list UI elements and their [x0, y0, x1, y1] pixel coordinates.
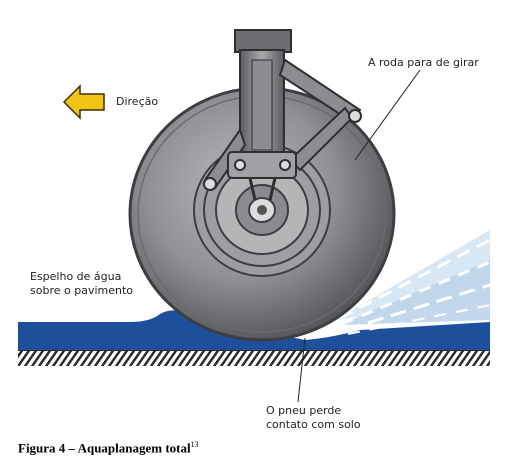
figure-caption-text: Figura 4 – Aquaplanagem total [18, 440, 191, 456]
direction-label: Direção [116, 95, 159, 108]
landing-gear-strut [203, 29, 362, 201]
water-film-label-line1: Espelho de água [30, 270, 122, 283]
ground-hatching [18, 350, 490, 366]
tire-loses-label-line2: contato com solo [266, 418, 361, 431]
direction-arrow-icon [62, 84, 105, 120]
wheel-stops-pointer [354, 69, 421, 161]
tire-loses-pointer [297, 337, 306, 403]
tire-loses-label-line1: O pneu perde [266, 404, 342, 417]
wheel-stops-label: A roda para de girar [368, 56, 479, 69]
water-film-label-line2: sobre o pavimento [30, 284, 134, 297]
figure-caption: Figura 4 – Aquaplanagem total13 [18, 440, 199, 456]
figure-caption-ref: 13 [190, 440, 199, 449]
water-spray [335, 230, 491, 335]
